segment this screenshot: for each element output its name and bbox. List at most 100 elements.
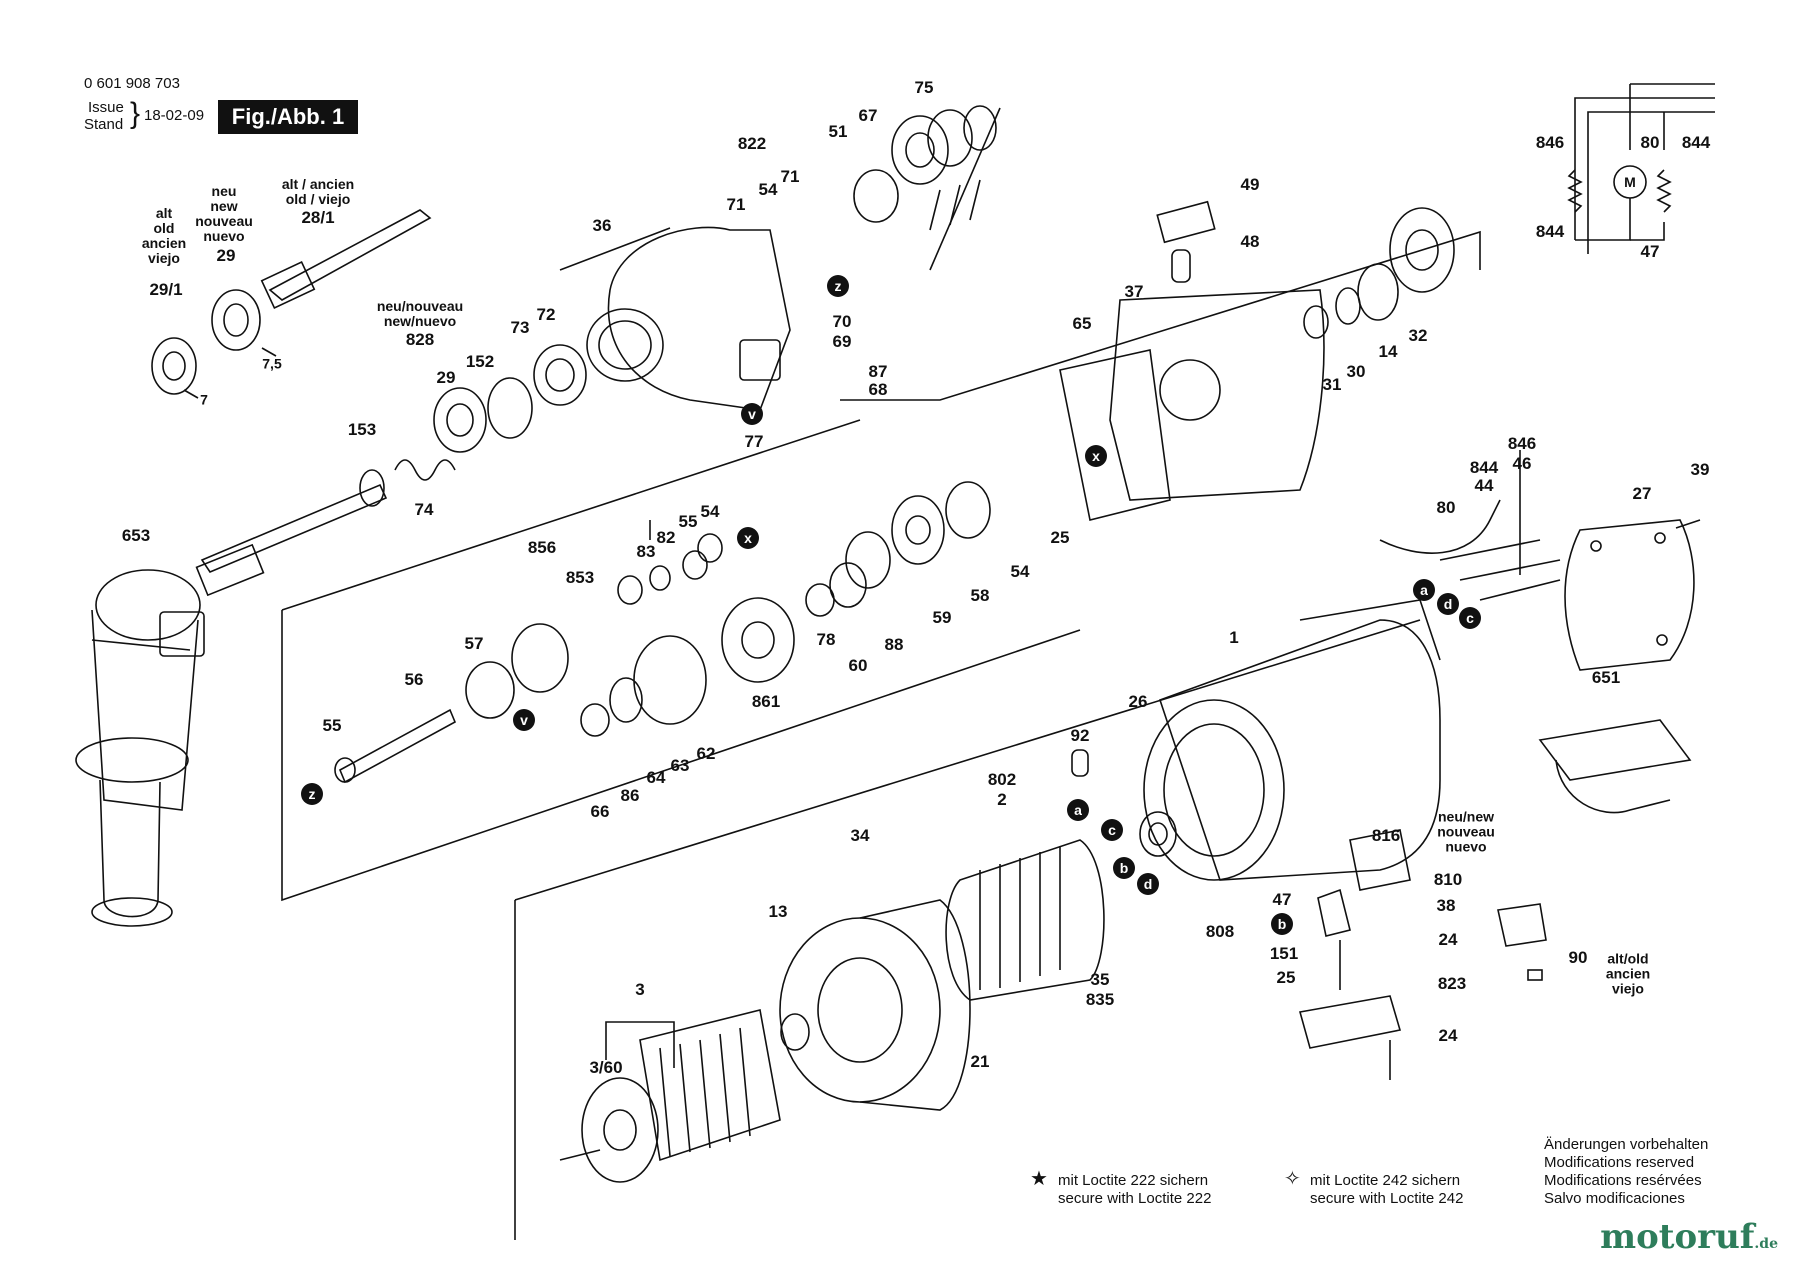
label-57: 57 [464, 634, 484, 653]
note-line: new [210, 198, 238, 214]
note-line: old / viejo [285, 191, 351, 207]
switch [1538, 719, 1692, 814]
label-75: 75 [914, 78, 934, 97]
label-31: 31 [1322, 375, 1342, 394]
wiring-schematic [1567, 83, 1715, 254]
note-line: nouveau [195, 213, 253, 229]
label-66: 66 [590, 802, 610, 821]
label-48: 48 [1240, 232, 1260, 251]
note-line: viejo [1612, 980, 1644, 997]
label-62: 62 [696, 744, 716, 763]
label-47a: 47 [1640, 242, 1660, 261]
bearing-stack [853, 105, 997, 231]
spindle-153 [195, 344, 587, 597]
brush-parts [1298, 829, 1547, 1080]
label-74: 74 [414, 500, 434, 519]
ref-mark-c: c [1459, 607, 1481, 629]
label-29-top: 29 [216, 246, 236, 265]
label-44: 44 [1474, 476, 1494, 495]
stand-label: Stand [84, 116, 124, 133]
note-line: viejo [148, 250, 180, 266]
label-828: 828 [405, 330, 435, 349]
label-2: 2 [997, 790, 1007, 809]
label-844a: 844 [1681, 133, 1711, 152]
label-30: 30 [1346, 362, 1366, 381]
ref-mark-a: a [1067, 799, 1089, 821]
label-3-60: 3/60 [589, 1058, 623, 1077]
issue-label: Issue [88, 99, 124, 116]
ref-mark-b: b [1271, 913, 1293, 935]
label-71a: 71 [726, 195, 746, 214]
ref-mark-d: d [1137, 873, 1159, 895]
label-58: 58 [970, 586, 990, 605]
label-153: 153 [347, 420, 377, 439]
label-56: 56 [404, 670, 424, 689]
note-new-29: neu new nouveau nuevo [195, 184, 253, 244]
label-24b: 24 [1438, 1026, 1458, 1045]
changes-line: Salvo modificaciones [1544, 1190, 1685, 1207]
label-63: 63 [670, 756, 690, 775]
label-808: 808 [1205, 922, 1235, 941]
ref-mark-v: v [741, 403, 763, 425]
label-59: 59 [932, 608, 952, 627]
label-816: 816 [1371, 826, 1401, 845]
spindle-top [151, 209, 432, 395]
changes-line: Modifications resérvées [1544, 1172, 1702, 1189]
frame-line-motor-top [514, 619, 1421, 901]
note-line: alt/old [1607, 950, 1649, 967]
label-861: 861 [751, 692, 781, 711]
label-54b: 54 [1010, 562, 1030, 581]
ref-mark-a: a [1413, 579, 1435, 601]
label-88: 88 [884, 635, 904, 654]
label-83: 83 [636, 542, 656, 561]
note-line: ancien [141, 235, 187, 251]
loctite-242-en: secure with Loctite 242 [1310, 1190, 1464, 1207]
label-36: 36 [592, 216, 612, 235]
loctite-242-de: mit Loctite 242 sichern [1310, 1172, 1461, 1189]
label-54a: 54 [758, 180, 778, 199]
side-handle [75, 569, 205, 927]
bracket-3 [605, 1021, 675, 1068]
label-823: 823 [1437, 974, 1467, 993]
label-810: 810 [1433, 870, 1463, 889]
ref-mark-c: c [1101, 819, 1123, 841]
label-26: 26 [1128, 692, 1148, 711]
ref-mark-x: x [1085, 445, 1107, 467]
label-90: 90 [1568, 948, 1588, 967]
label-29-1: 29/1 [149, 280, 183, 299]
figure-label: Fig./Abb. 1 [218, 100, 358, 134]
ref-mark-v: v [513, 709, 535, 731]
label-856: 856 [527, 538, 557, 557]
label-28-1: 28/1 [301, 208, 335, 227]
note-line: ancien [1605, 965, 1651, 982]
label-80b: 80 [1436, 498, 1456, 517]
ref-mark-z: z [827, 275, 849, 297]
changes-line: Modifications reserved [1544, 1154, 1695, 1171]
label-846b: 846 [1507, 434, 1537, 453]
frame-line-gear [281, 610, 1081, 902]
label-64: 64 [646, 768, 666, 787]
armature [559, 1009, 810, 1183]
brand-logo[interactable]: motoruf.de [1600, 1217, 1778, 1257]
label-844c: 844 [1469, 458, 1499, 477]
loctite-222-de: mit Loctite 222 sichern [1058, 1172, 1209, 1189]
label-844b: 844 [1535, 222, 1565, 241]
label-34: 34 [850, 826, 870, 845]
label-653: 653 [121, 526, 151, 545]
label-51: 51 [828, 122, 848, 141]
label-68: 68 [868, 380, 888, 399]
label-46: 46 [1512, 454, 1532, 473]
label-65: 65 [1072, 314, 1092, 333]
dimension-7-5: 7,5 [262, 355, 282, 372]
frame-line-gear-top [281, 419, 861, 611]
field-stator [779, 899, 971, 1111]
ref-mark-b: b [1113, 857, 1135, 879]
label-70: 70 [832, 312, 852, 331]
ref-mark-z: z [301, 783, 323, 805]
frame-line-top [929, 107, 1001, 271]
bearing-32 [1303, 207, 1455, 339]
note-line: neu/new [1437, 808, 1495, 825]
label-55b: 55 [322, 716, 342, 735]
